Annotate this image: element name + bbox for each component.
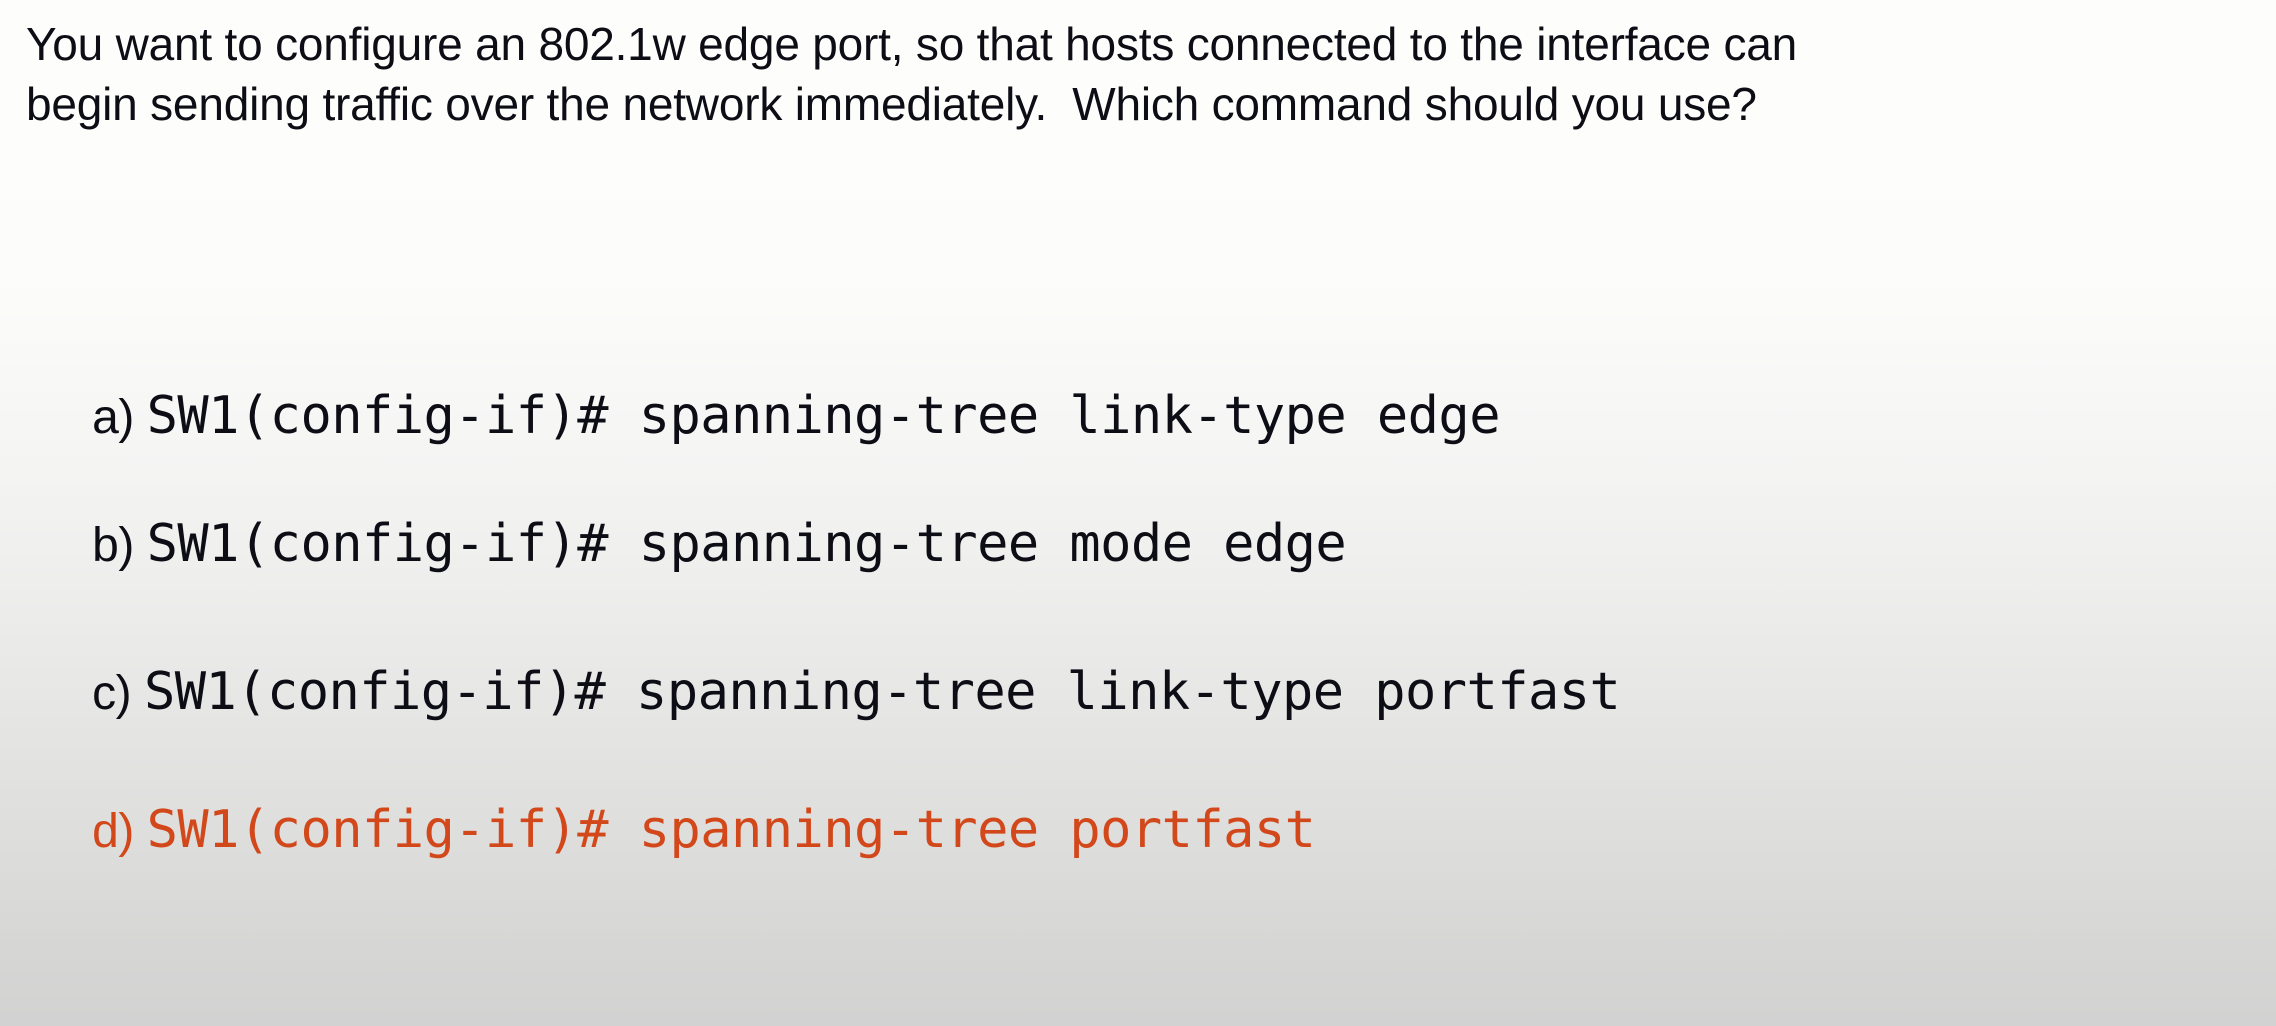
- answer-option-b-command: SW1(config-if)# spanning-tree mode edge: [146, 514, 1347, 574]
- answer-option-c-command: SW1(config-if)# spanning-tree link-type …: [143, 662, 1621, 722]
- answer-option-d[interactable]: d) SW1(config-if)# spanning-tree portfas…: [26, 740, 1316, 922]
- answer-option-b-spacer: [134, 519, 147, 572]
- answer-option-c-label: c): [92, 667, 132, 720]
- answer-option-b[interactable]: b) SW1(config-if)# spanning-tree mode ed…: [26, 454, 1347, 636]
- answer-option-d-spacer: [134, 805, 147, 858]
- answer-option-a-label: a): [92, 391, 134, 444]
- answer-option-a-spacer: [134, 391, 147, 444]
- question-text: You want to configure an 802.1w edge por…: [26, 14, 2276, 134]
- answer-option-c-spacer: [131, 667, 144, 720]
- answer-option-b-label: b): [92, 519, 134, 572]
- question-line-2: begin sending traffic over the network i…: [26, 78, 1757, 130]
- answer-option-c[interactable]: c) SW1(config-if)# spanning-tree link-ty…: [26, 602, 1621, 784]
- answer-option-a-command: SW1(config-if)# spanning-tree link-type …: [146, 386, 1501, 446]
- answer-option-d-label: d): [92, 805, 134, 858]
- answer-option-a[interactable]: a) SW1(config-if)# spanning-tree link-ty…: [26, 326, 1500, 508]
- answer-option-d-command: SW1(config-if)# spanning-tree portfast: [146, 800, 1316, 860]
- question-line-1: You want to configure an 802.1w edge por…: [26, 18, 1798, 70]
